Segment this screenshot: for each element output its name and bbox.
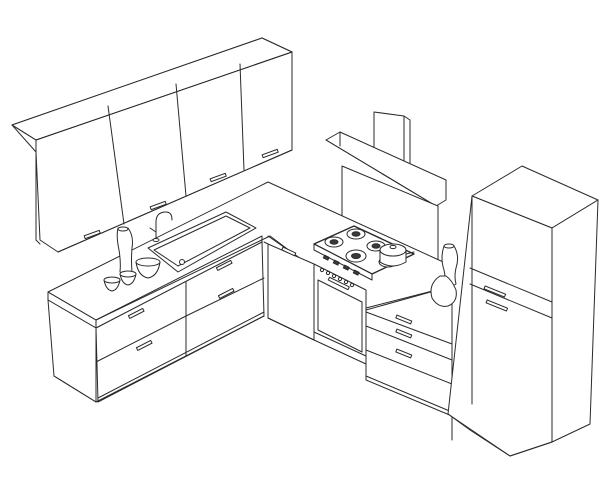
stack-handle-3	[395, 348, 413, 359]
upper-door-handle-1	[83, 229, 101, 240]
cooktop-knobs	[322, 254, 360, 276]
oven-door-window	[317, 279, 363, 353]
vase-tall-rim	[117, 226, 129, 232]
oven-knobs	[319, 267, 355, 288]
stack-handle-1	[395, 314, 413, 325]
bowl-medium-rim	[119, 270, 137, 278]
left-base-plinth-line	[97, 311, 265, 399]
faucet-base	[152, 238, 160, 242]
tall-fridge-cabinet	[447, 165, 599, 457]
drawer-handle-3	[215, 259, 233, 271]
upper-door-divider-2	[175, 83, 187, 197]
cooktop-knob	[342, 264, 350, 271]
oven-handle	[327, 276, 350, 291]
upper-cabinet-front-edge	[35, 51, 293, 141]
upper-door-divider-3	[239, 63, 245, 171]
upper-cabinet-bottom-edge	[57, 149, 293, 253]
upper-cabinet-side	[11, 124, 41, 245]
right-base-plinth	[313, 339, 453, 441]
upper-wall-cabinets	[11, 37, 293, 253]
fridge-handle-lower	[485, 299, 509, 312]
oven-knob	[319, 267, 325, 273]
pot-lid	[379, 243, 407, 257]
range-hood	[325, 111, 447, 207]
bowl-small-rim	[103, 276, 121, 284]
corner-joint	[263, 241, 269, 245]
hood-canopy-lower-edge	[325, 139, 437, 207]
oven-knob	[325, 270, 331, 276]
oven-knob	[343, 279, 349, 285]
drawer-handle-4	[217, 287, 235, 299]
fridge-door-divider-2	[469, 283, 553, 319]
burner-cap	[371, 243, 381, 249]
right-base-cabinets	[263, 241, 453, 441]
burner-cap	[351, 253, 361, 259]
pot	[379, 243, 415, 267]
upper-door-handle-2	[149, 200, 167, 211]
cooktop-front-edge	[313, 243, 373, 281]
sink-drain	[179, 259, 185, 265]
upper-door-handle-4	[261, 148, 279, 159]
fridge-plinth	[447, 413, 553, 457]
corner-plinth	[267, 317, 315, 341]
burner-cap	[329, 239, 339, 245]
drawer-divider-2	[185, 277, 265, 317]
pot-handle	[405, 251, 415, 255]
drawer-handle-1	[127, 307, 145, 319]
vase-right-tall-rim	[443, 243, 455, 249]
faucet-lever	[149, 227, 157, 233]
pot-lid-knob	[389, 244, 397, 250]
bowl-large	[135, 261, 161, 279]
drawer-divider-1	[95, 315, 187, 363]
fridge-door-divider-1	[469, 267, 553, 303]
oven-knob	[331, 273, 337, 279]
burner-cap	[351, 231, 361, 237]
drawer-stack-top-line	[365, 311, 453, 345]
oven-knob	[337, 276, 343, 282]
fridge-side	[551, 199, 599, 443]
corner-handle	[281, 246, 297, 257]
fridge-front	[447, 195, 553, 457]
cooktop-knob	[352, 269, 360, 276]
cooktop-knob	[322, 254, 330, 261]
counter-items-right	[430, 243, 459, 307]
oven-knob	[349, 282, 355, 288]
sink-basin	[153, 215, 251, 267]
sink	[147, 211, 257, 273]
drawer-stack-line-2	[365, 349, 453, 385]
stack-handle-2	[395, 328, 413, 339]
drawer-handle-2	[135, 339, 153, 351]
left-base-cabinets	[47, 241, 265, 403]
left-base-plinth	[53, 315, 265, 403]
counter-items-left	[103, 226, 161, 292]
upper-door-divider-1	[107, 105, 125, 225]
fridge-handle-upper	[483, 285, 507, 298]
drawer-stack-line-1	[365, 325, 453, 361]
faucet-spout	[155, 211, 173, 241]
vase-right-round	[430, 275, 457, 307]
cooktop	[313, 225, 415, 281]
upper-door-handle-3	[209, 172, 227, 183]
cooktop-knob	[332, 259, 340, 266]
bowl-large-rim	[135, 257, 161, 267]
